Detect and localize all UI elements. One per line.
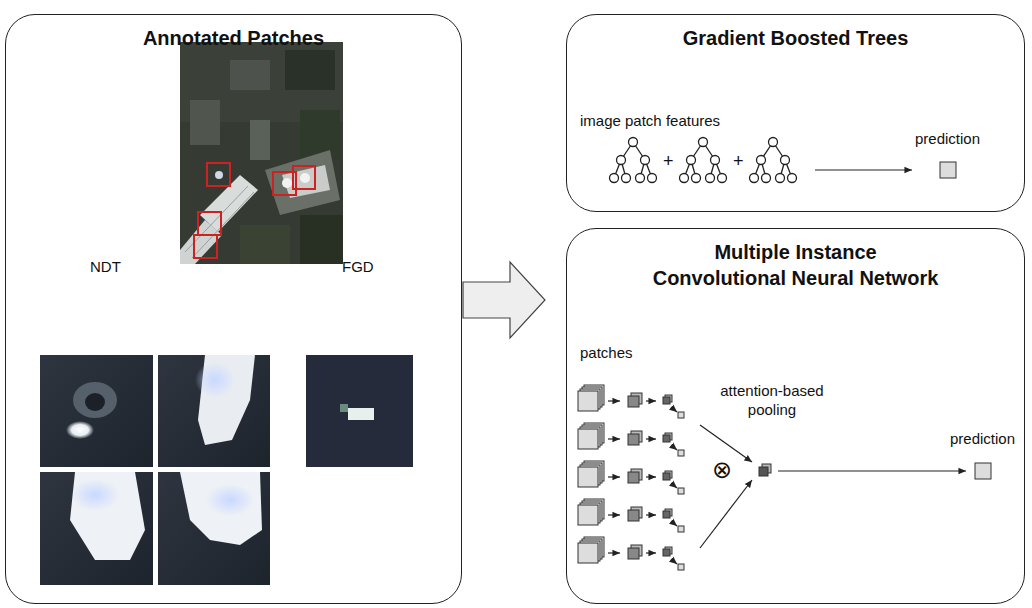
operator-symbol: + [733,150,744,173]
annotation-label: attention-based pooling [702,382,842,420]
annotation-label: patches [580,344,633,363]
panel-box: Annotated Patches [5,14,462,604]
annotation-label: FGD [342,258,374,277]
panel-title: Multiple Instance Convolutional Neural N… [631,239,961,291]
annotation-label: image patch features [580,112,720,131]
annotation-label: NDT [90,258,121,277]
panel-title: Gradient Boosted Trees [586,25,1006,51]
annotation-label: prediction [915,130,980,149]
operator-symbol: + [663,150,674,173]
annotation-label: prediction [950,430,1015,449]
operator-symbol: ⊗ [712,455,732,485]
panel-title: Annotated Patches [24,25,444,51]
